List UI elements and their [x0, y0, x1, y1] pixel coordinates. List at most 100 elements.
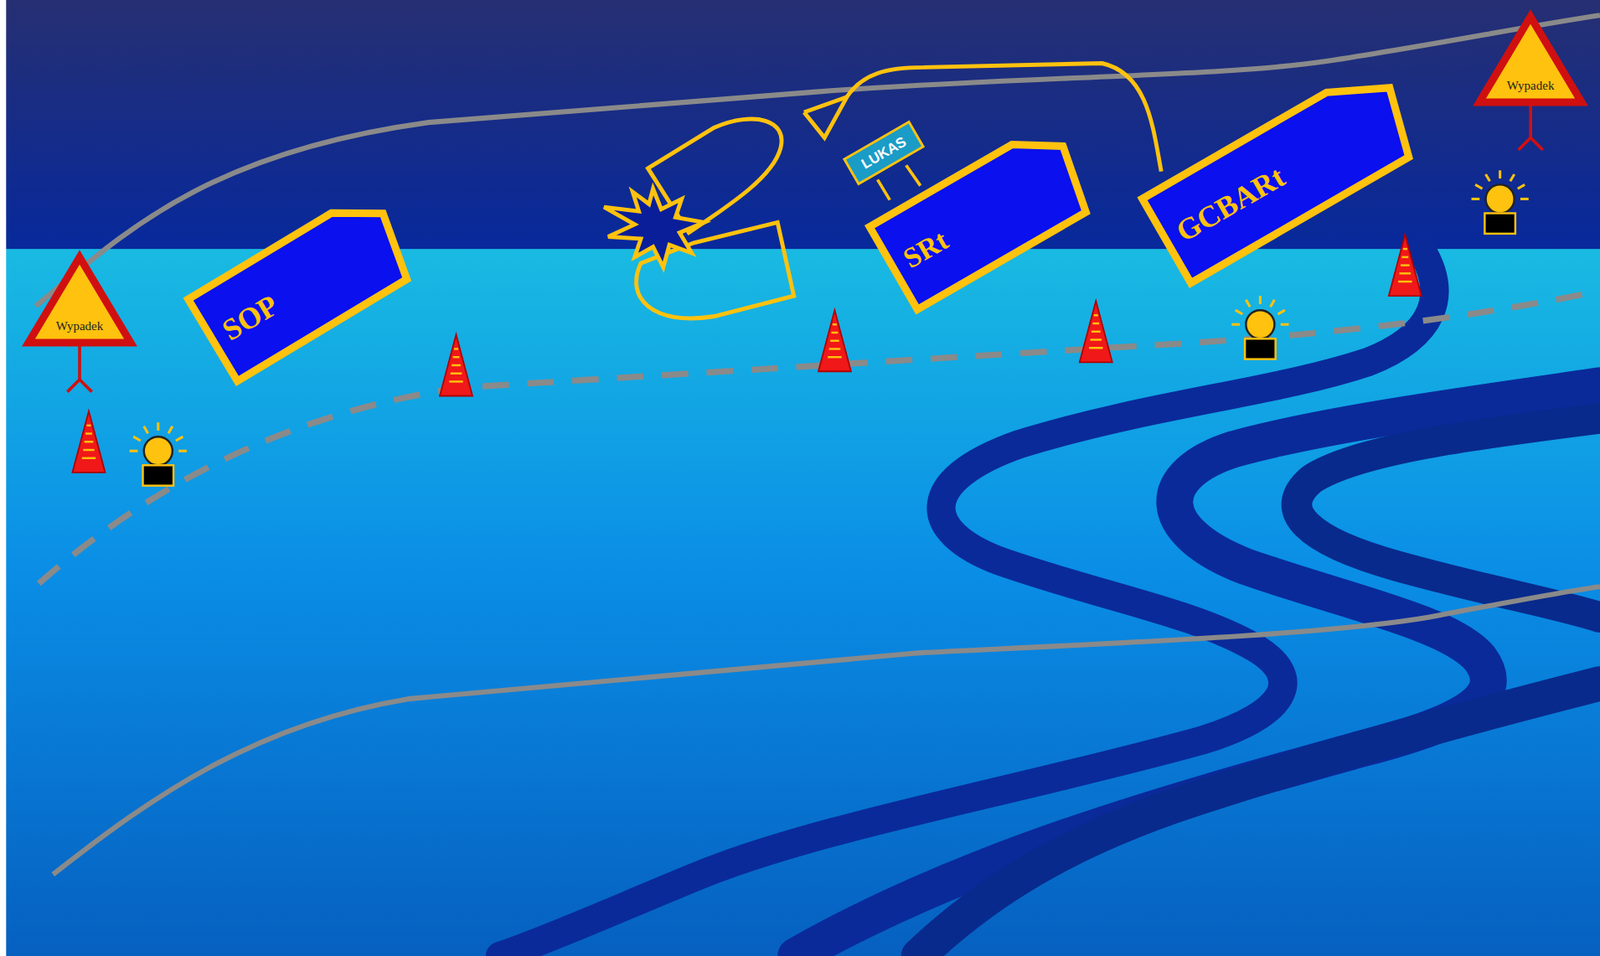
cone-stripe [450, 371, 463, 374]
sign-shape [844, 122, 924, 185]
stand-legs [1518, 137, 1544, 150]
cone-stripe [829, 347, 842, 350]
stand-legs [67, 379, 92, 393]
light-lamp [144, 436, 173, 465]
light-ray [129, 449, 139, 453]
cone-stripe [82, 449, 95, 451]
warning-lights [129, 170, 1529, 486]
sign-post [877, 179, 891, 200]
warning-light [1471, 170, 1529, 233]
skid-track [1296, 418, 1600, 617]
skid-tracks [500, 249, 1600, 956]
skid-track [795, 385, 1600, 956]
cone-stripe [830, 339, 840, 341]
light-ray [168, 426, 173, 434]
cone-stripe [827, 356, 842, 358]
light-lamp [1486, 184, 1515, 213]
light-ray [1231, 323, 1240, 326]
warning-light [1231, 295, 1289, 359]
light-ray [1475, 184, 1482, 189]
stand-pole [1528, 104, 1533, 138]
light-ray [1270, 299, 1275, 307]
cone-stripe [1091, 330, 1101, 333]
sign-post [906, 165, 921, 186]
cone-body [72, 411, 105, 473]
light-ray [1486, 174, 1491, 181]
node-outline [1136, 57, 1431, 289]
vehicle-box: GCBARt [1136, 57, 1431, 289]
cone-stripe [84, 440, 94, 443]
cone-stripe [1400, 263, 1410, 266]
road-edge [52, 586, 1600, 874]
cone-body [1388, 234, 1422, 296]
triangle-shape [28, 257, 131, 343]
skid-track [500, 249, 1435, 956]
node-outline [24, 252, 135, 347]
collision-burst [603, 188, 704, 268]
light-ray [1245, 299, 1250, 307]
light-ray [1517, 184, 1525, 189]
cone-stripe [82, 457, 96, 460]
sign-board: LUKAS [842, 120, 925, 186]
light-base [1244, 338, 1276, 359]
vehicle-box: SOP [182, 184, 424, 387]
traffic-cone [439, 334, 473, 396]
cone-stripe [85, 432, 93, 434]
cone-body [818, 309, 852, 372]
cone-stripe [1401, 256, 1409, 259]
light-base [1484, 213, 1516, 234]
cone-stripe [1398, 280, 1412, 283]
cone-stripe [86, 424, 91, 427]
light-ray [1520, 197, 1529, 201]
cone-stripe [1089, 346, 1103, 349]
cone-stripe [451, 364, 461, 367]
triangle-label: Wypadek [1507, 78, 1555, 93]
cone-body [439, 334, 473, 396]
node-outline [182, 184, 424, 387]
vehicle-shape [1142, 63, 1425, 283]
warning-triangle: Wypadek [24, 252, 135, 347]
light-ray [1471, 197, 1481, 201]
cone-stripe [454, 347, 459, 350]
vehicle-shape [869, 123, 1098, 310]
light-ray [178, 449, 187, 453]
margin-strip [0, 0, 6, 956]
light-ray [175, 436, 183, 441]
traffic-cone [818, 309, 852, 372]
light-lamp [1245, 309, 1275, 339]
cone-stripe [1399, 272, 1412, 274]
light-ray [156, 422, 160, 431]
light-ray [144, 426, 149, 434]
cone-stripe [830, 331, 838, 334]
triangle-shape [1479, 16, 1582, 103]
stand-pole [77, 345, 82, 380]
vehicle-path [804, 97, 847, 113]
traffic-cone [1079, 300, 1113, 362]
triangle-label: Wypadek [56, 319, 104, 334]
light-ray [1277, 309, 1285, 315]
cone-stripe [1089, 338, 1102, 341]
cone-stripe [1092, 322, 1100, 325]
node-outline [1475, 12, 1586, 107]
light-ray [1510, 174, 1515, 181]
skid-track [918, 683, 1600, 956]
cone-stripe [449, 380, 463, 382]
warning-light [129, 422, 187, 486]
traffic-cone [1388, 234, 1422, 296]
light-ray [1280, 323, 1290, 326]
light-ray [1498, 170, 1502, 179]
cone-stripe [832, 323, 837, 326]
cone-body [1079, 300, 1113, 362]
vehicle-shape [187, 190, 419, 382]
traffic-cone [72, 411, 105, 473]
light-ray [133, 436, 140, 441]
cone-stripe [453, 356, 460, 358]
cone-stripe [1403, 247, 1408, 250]
light-ray [1259, 295, 1262, 305]
light-base [143, 464, 175, 486]
cone-stripe [1094, 314, 1099, 316]
warning-triangle: Wypadek [1475, 12, 1586, 107]
light-ray [1235, 309, 1243, 315]
